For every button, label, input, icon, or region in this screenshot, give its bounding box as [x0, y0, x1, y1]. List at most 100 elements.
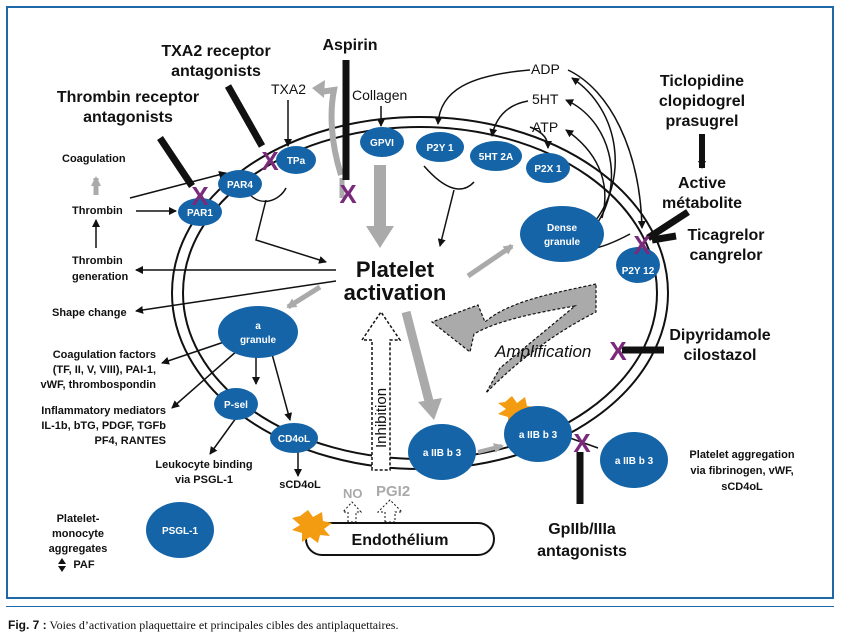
amplification-label: Amplification	[494, 342, 591, 361]
arrow-alpha-coag	[161, 339, 231, 365]
bracket-p2y	[423, 165, 475, 246]
x-par1: X	[191, 181, 209, 211]
label-shape-change: Shape change	[52, 307, 127, 319]
coag-factors-2: (TF, II, V, VIII), PAI-1,	[53, 364, 156, 376]
caption-label: Fig. 7 :	[8, 618, 47, 632]
bar-thrombin-antag	[157, 136, 195, 188]
figure-frame	[6, 6, 834, 599]
receptor-p2y1[interactable]	[416, 132, 464, 162]
arrow-adp-p2y1	[434, 69, 531, 125]
receptor-p2y12[interactable]	[616, 247, 660, 283]
drug-aspirin: Aspirin	[322, 37, 377, 54]
receptor-p2x1[interactable]	[526, 153, 570, 183]
integrin-3[interactable]	[600, 432, 668, 488]
inflam-3: PF4, RANTES	[94, 435, 166, 447]
coag-factors-3: vWF, thrombospondin	[41, 379, 157, 391]
receptor-gpvi[interactable]	[360, 127, 404, 157]
arrow-psel-leuko	[209, 417, 237, 455]
figure-caption: Fig. 7 : Voies d’activation plaquettaire…	[8, 618, 398, 633]
pgi2-arrow	[376, 499, 404, 523]
label-gpvi: GPVI	[370, 138, 394, 149]
pgi2-label: PGI2	[376, 483, 410, 500]
label-thrombin-gen-2: generation	[72, 271, 129, 283]
label-p2y12: P2Y 12	[622, 266, 655, 277]
drug-cangrelor: cangrelor	[690, 247, 763, 264]
agg-2: via fibrinogen, vWF,	[690, 465, 793, 477]
leuko-2: via PSGL-1	[175, 474, 233, 486]
drug-gp-antag-1: GpIIb/IIIa	[548, 521, 616, 538]
receptor-5ht2a[interactable]	[470, 141, 522, 171]
p-selectin[interactable]	[214, 388, 258, 420]
agg-1: Platelet aggregation	[689, 449, 794, 461]
agonist-adp: ADP	[531, 61, 560, 77]
arrow-collagen-head	[366, 226, 394, 248]
mono-2: monocyte	[52, 528, 104, 540]
label-par4: PAR4	[227, 180, 253, 191]
coag-factors-1: Coagulation factors	[53, 349, 156, 361]
drug-gp-antag-2: antagonists	[537, 543, 627, 560]
receptor-par1[interactable]	[178, 198, 222, 226]
drug-txa2-antag-1: TXA2 receptor	[161, 43, 270, 60]
dense-granule[interactable]	[520, 206, 604, 262]
label-p2x1: P2X 1	[534, 164, 562, 175]
no-label: NO	[343, 486, 363, 501]
integrin-1[interactable]	[408, 424, 476, 480]
arrow-alpha-inflam	[171, 349, 239, 409]
paf-updown-icon	[58, 558, 66, 572]
endothelium-label: Endothélium	[352, 532, 449, 549]
receptor-tpa[interactable]	[276, 146, 316, 174]
label-alpha-1: a	[255, 321, 261, 332]
label-coagulation: Coagulation	[62, 153, 126, 165]
center-title-2: activation	[344, 280, 447, 305]
drug-thrombin-antag-2: antagonists	[83, 109, 173, 126]
receptor-par4[interactable]	[218, 170, 262, 198]
caption-text: Voies d’activation plaquettaire et princ…	[49, 618, 399, 632]
drug-dipyridamole: Dipyridamole	[669, 327, 770, 344]
platelet-pathway-diagram: Endothélium Inhibition NO PGI2 Amplifica…	[41, 37, 795, 572]
label-dense-1: Dense	[547, 223, 577, 234]
label-integrin-2: a IIB b 3	[519, 430, 558, 441]
arrow-adp-p2y12	[567, 69, 646, 229]
agonist-collagen: Collagen	[352, 87, 407, 103]
drug-prasugrel: prasugrel	[666, 113, 739, 130]
drug-txa2-antag-2: antagonists	[171, 63, 261, 80]
label-integrin-3: a IIB b 3	[615, 456, 654, 467]
label-thrombin: Thrombin	[72, 205, 123, 217]
scd40l: sCD4oL	[279, 479, 321, 491]
arrow-dense-5ht	[565, 99, 613, 223]
arrow-to-alpha	[286, 284, 322, 310]
arrow-center-to-gp-head	[418, 398, 442, 420]
alpha-granule[interactable]	[218, 306, 298, 358]
label-psel: P-sel	[224, 400, 248, 411]
agg-3: sCD4oL	[721, 481, 763, 493]
integrin-2[interactable]	[504, 406, 572, 462]
bar-active-metabolite	[646, 209, 690, 241]
label-thrombin-gen-1: Thrombin	[72, 255, 123, 267]
label-dense-2: granule	[544, 237, 581, 248]
arrow-txa2-gray-head	[312, 80, 325, 98]
center-title-1: Platelet	[356, 257, 435, 282]
cd40l[interactable]	[270, 423, 318, 453]
bar-txa2-antag	[224, 84, 266, 148]
arrow-to-dense	[466, 243, 514, 279]
label-psgl1: PSGL-1	[162, 526, 199, 537]
label-cd40l: CD4oL	[278, 434, 310, 445]
agonist-atp: ATP	[532, 119, 558, 135]
agonist-5ht: 5HT	[532, 91, 559, 107]
drug-ticlopidine: Ticlopidine	[660, 73, 744, 90]
arrow-alpha-cd40l	[271, 353, 293, 421]
arrow-txa2-gray	[319, 86, 344, 176]
label-tpa: TPa	[287, 156, 306, 167]
burst-endothelium	[292, 510, 332, 543]
label-alpha-2: granule	[240, 335, 277, 346]
arrow-center-to-gp	[401, 310, 435, 407]
label-5ht2a: 5HT 2A	[479, 152, 513, 163]
amplification-arrow	[430, 283, 597, 394]
psgl-1[interactable]	[146, 502, 214, 558]
drug-active-1: Active	[678, 175, 726, 192]
drug-clopidogrel: clopidogrel	[659, 93, 745, 110]
inflam-2: IL-1b, bTG, PDGF, TGFb	[41, 420, 166, 432]
mono-3: aggregates	[49, 543, 108, 555]
drug-thrombin-antag-1: Thrombin receptor	[57, 89, 199, 106]
mono-1: Platelet-	[57, 513, 100, 525]
